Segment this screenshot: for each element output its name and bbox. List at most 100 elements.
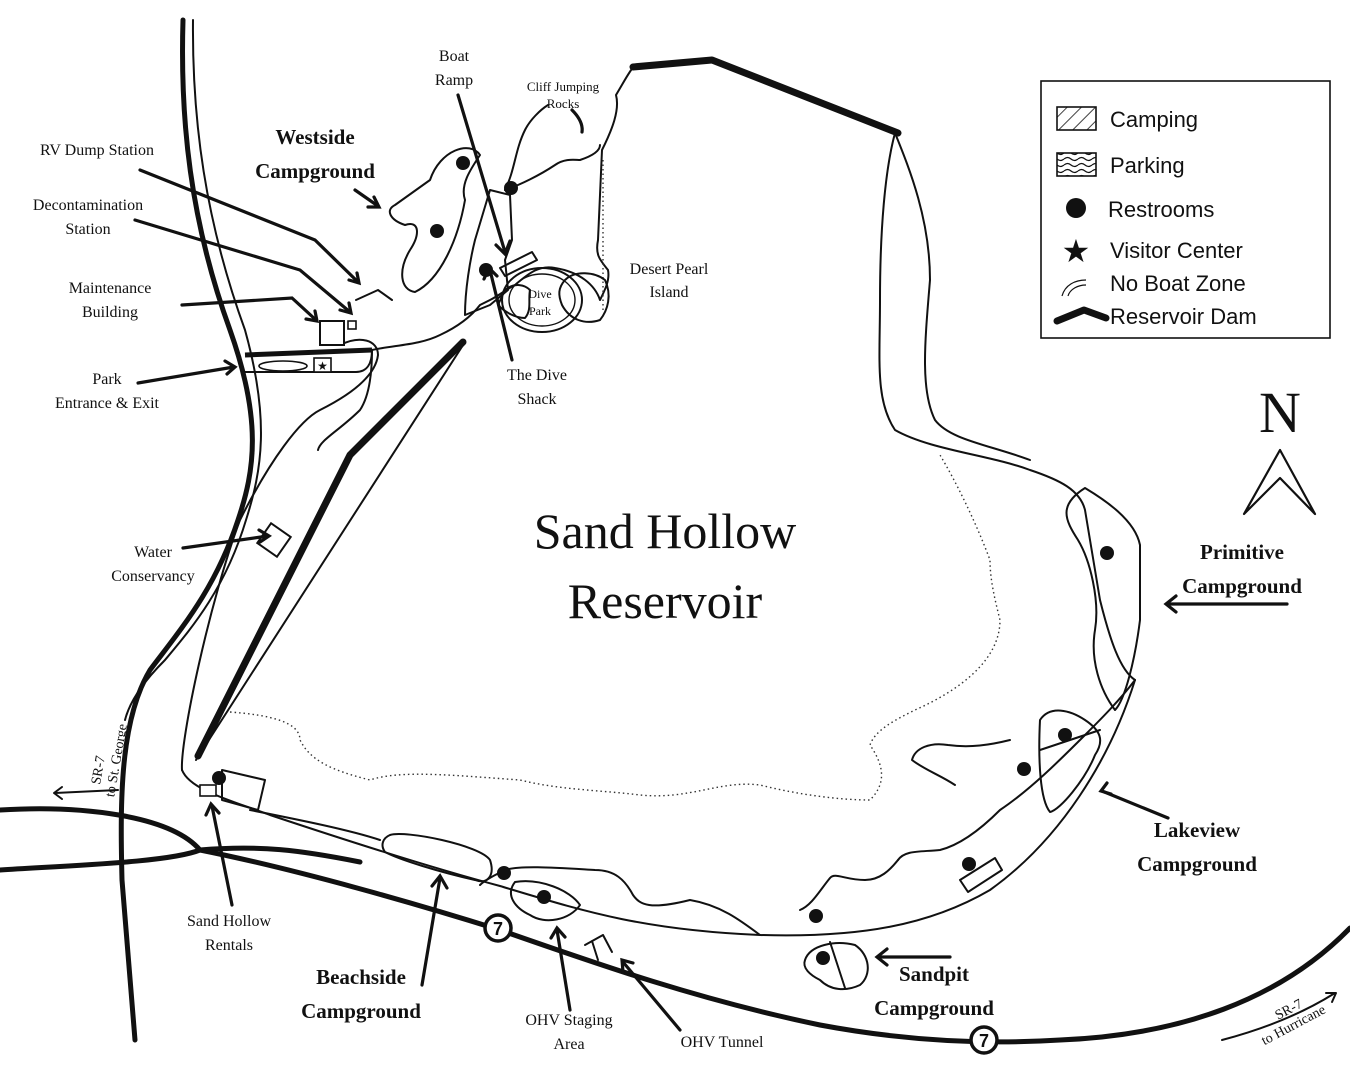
ohv-parking <box>510 880 581 922</box>
restroom-dot <box>212 771 226 785</box>
legend-visitor-center: Visitor Center <box>1110 238 1243 263</box>
restroom-dot <box>497 866 511 880</box>
boat-ramp-parking <box>464 189 513 316</box>
boat-ramp-label: Boat <box>439 48 470 65</box>
cliff-jumping-label: Rocks <box>547 96 580 111</box>
route-shield: 7 <box>969 1025 999 1055</box>
rentals-label: Sand Hollow <box>187 913 271 930</box>
entrance-road <box>244 347 373 358</box>
dive-park-label: Park <box>529 304 551 318</box>
park-road <box>180 338 379 771</box>
entrance-label: Park <box>92 371 121 388</box>
legend-parking: Parking <box>1110 153 1185 178</box>
rv-dump-label: RV Dump Station <box>40 142 154 159</box>
decon-station <box>347 320 357 330</box>
roads <box>0 17 1350 1045</box>
lakeview-label: Lakeview <box>1154 818 1241 842</box>
entrance-island <box>258 360 308 372</box>
map-labels: Sand Hollow Reservoir Boat Ramp Cliff Ju… <box>33 48 1328 1053</box>
entrance-label: Entrance & Exit <box>55 395 160 412</box>
svg-text:7: 7 <box>493 919 503 939</box>
ohv-tunnel-label: OHV Tunnel <box>681 1034 764 1051</box>
svg-text:7: 7 <box>979 1031 989 1051</box>
water-conservancy-label: Water <box>134 544 172 561</box>
decon-label: Decontamination <box>33 197 143 214</box>
desert-pearl-island <box>558 272 610 323</box>
north-label: N <box>1259 380 1301 445</box>
visitor-center-box <box>313 357 332 373</box>
legend-reservoir-dam: Reservoir Dam <box>1110 304 1257 329</box>
route-shield: 7 <box>483 913 513 943</box>
dive-park-ring <box>501 267 583 333</box>
restroom-dot <box>962 857 976 871</box>
reservoir-title: Reservoir <box>568 573 763 629</box>
westside-camping <box>388 147 481 293</box>
primitive-label: Primitive <box>1200 540 1284 564</box>
parking-areas <box>221 189 1003 922</box>
rentals-building <box>199 784 217 797</box>
primitive-label: Campground <box>1182 574 1302 598</box>
rentals-parking <box>221 769 266 811</box>
beachside-label: Campground <box>301 999 421 1023</box>
sandpit-camping <box>803 942 869 991</box>
lakeview-camping <box>1038 709 1102 813</box>
westside-label: Westside <box>275 125 354 149</box>
north-arrow-icon <box>1242 448 1317 516</box>
sandpit-label: Campground <box>874 996 994 1020</box>
beachside-label: Beachside <box>316 965 406 989</box>
westside-label: Campground <box>255 159 375 183</box>
beachside-camping <box>381 833 493 883</box>
no-boat-zone-icon <box>1061 279 1087 297</box>
maintenance-building <box>319 320 345 346</box>
sr7-west-road <box>118 17 255 1043</box>
maintenance-label: Maintenance <box>69 280 152 297</box>
ohv-tunnel-mark <box>584 934 613 961</box>
sandpit-label: Sandpit <box>899 962 969 986</box>
cliff-jumping-label: Cliff Jumping <box>527 79 600 94</box>
camping-areas <box>381 147 1141 991</box>
dam-icon <box>1053 306 1110 325</box>
restroom-dot <box>430 224 444 238</box>
legend-parking-swatch <box>1056 152 1097 177</box>
lakeview-parking <box>959 857 1003 893</box>
star-icon: ★ <box>1062 232 1091 270</box>
legend-camping-swatch <box>1056 106 1097 131</box>
sr7-south-road <box>197 847 1350 1045</box>
desert-pearl-label: Desert Pearl <box>630 261 709 278</box>
sr7-east-label: SR-7 to Hurricane <box>1259 997 1328 1049</box>
restroom-dot <box>456 156 470 170</box>
desert-pearl-label: Island <box>649 284 688 301</box>
visitor-center-icon: ★ <box>317 359 328 373</box>
water-conservancy-label: Conservancy <box>111 568 195 585</box>
no-boat-zone <box>229 454 1001 801</box>
restroom-dot <box>504 181 518 195</box>
ohv-staging-label: OHV Staging <box>525 1012 612 1029</box>
cross-road <box>0 806 203 873</box>
boat-ramp-label: Ramp <box>435 72 473 89</box>
legend-camping: Camping <box>1110 107 1198 132</box>
reservoir-title: Sand Hollow <box>534 503 797 559</box>
restroom-icon <box>1066 198 1086 218</box>
callout-arrows <box>53 93 1337 1041</box>
restroom-dot <box>537 890 551 904</box>
restroom-dot <box>1058 728 1072 742</box>
restroom-dot <box>809 909 823 923</box>
lakeview-label: Campground <box>1137 852 1257 876</box>
restroom-dot <box>1017 762 1031 776</box>
legend-no-boat-zone: No Boat Zone <box>1110 271 1246 296</box>
dive-park-label: Dive <box>528 287 551 301</box>
maintenance-label: Building <box>82 304 138 321</box>
restroom-dot <box>816 951 830 965</box>
decon-label: Station <box>65 221 110 238</box>
dive-shack-label: Shack <box>517 391 556 408</box>
restroom-dot <box>1100 546 1114 560</box>
reservoir-dam <box>194 56 902 760</box>
north-arrow: N <box>1242 380 1317 516</box>
dive-shack-label: The Dive <box>507 367 567 384</box>
primitive-camping <box>1065 487 1141 711</box>
ohv-staging-label: Area <box>553 1036 584 1053</box>
rentals-label: Rentals <box>205 937 253 954</box>
svg-text:SR-7: SR-7 <box>89 755 109 786</box>
legend-restrooms: Restrooms <box>1108 197 1214 222</box>
